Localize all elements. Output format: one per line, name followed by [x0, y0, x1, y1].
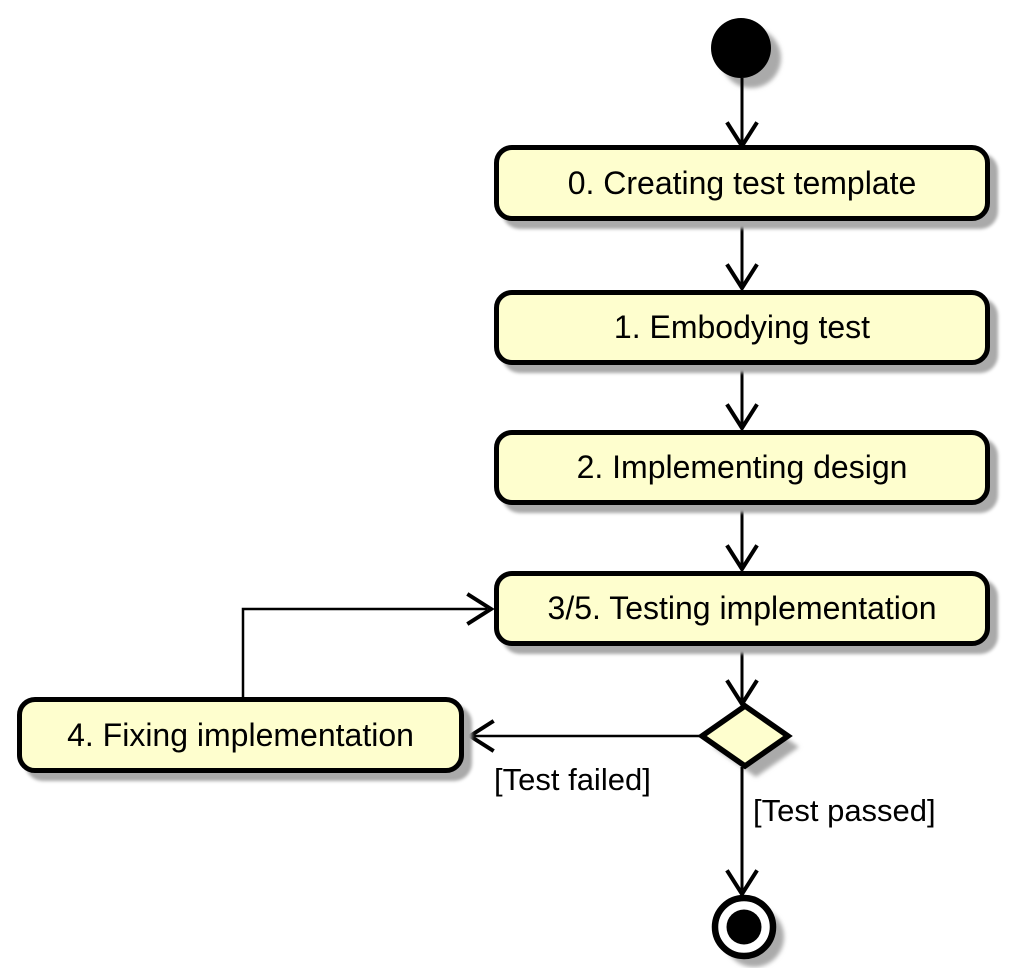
edge-implementing-to-testing — [725, 505, 759, 573]
edge-label-test-passed: [Test passed] — [753, 793, 936, 828]
activity-creating-test-template: 0. Creating test template — [494, 145, 990, 221]
edge-creating-to-embodying — [725, 220, 759, 292]
initial-node — [711, 18, 771, 78]
activity-label: 2. Implementing design — [576, 449, 908, 485]
activity-label: 0. Creating test template — [567, 164, 917, 201]
activity-fixing-implementation: 4. Fixing implementation — [17, 697, 464, 773]
edge-initial-to-creating-test-template — [725, 78, 759, 150]
decision-node — [697, 702, 793, 770]
edge-fixing-to-testing — [241, 592, 495, 697]
activity-testing-implementation: 3/5. Testing implementation — [494, 571, 990, 646]
activity-label: 3/5. Testing implementation — [547, 590, 937, 626]
activity-label: 1. Embodying test — [613, 309, 871, 345]
activity-implementing-design: 2. Implementing design — [494, 430, 990, 505]
edge-testing-to-decision — [725, 646, 759, 708]
edge-label-test-failed: [Test failed] — [494, 762, 651, 797]
edge-decision-to-final — [725, 767, 759, 898]
final-node-core — [726, 909, 762, 945]
activity-embodying-test: 1. Embodying test — [494, 290, 990, 365]
edge-embodying-to-implementing — [725, 365, 759, 432]
activity-label: 4. Fixing implementation — [67, 716, 414, 753]
edge-decision-to-fixing — [466, 719, 702, 753]
